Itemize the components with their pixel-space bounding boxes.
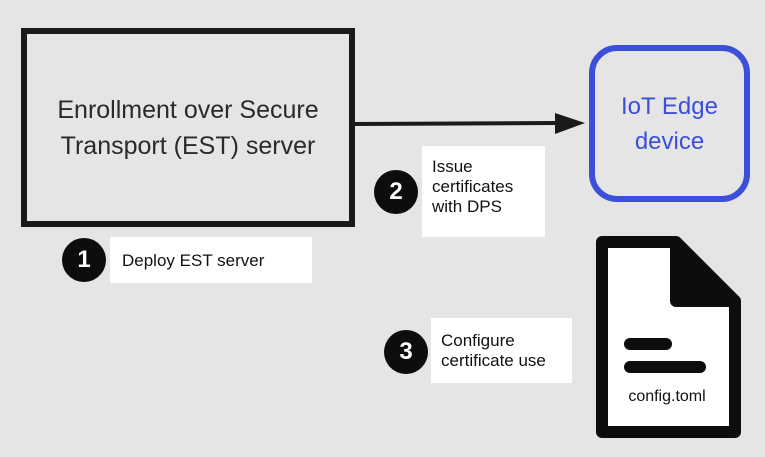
est-server-label: Enrollment over Secure Transport (EST) s… xyxy=(57,95,319,160)
document-file-icon xyxy=(596,236,741,438)
step-2-badge: 2 xyxy=(374,170,418,214)
est-server-box: Enrollment over Secure Transport (EST) s… xyxy=(21,28,355,227)
iot-edge-device-box: IoT Edge device xyxy=(589,45,750,202)
step-1-badge: 1 xyxy=(62,238,106,282)
step-3-label: Configure certificate use xyxy=(431,318,572,383)
iot-edge-device-label: IoT Edge device xyxy=(621,92,718,155)
step-2-label: Issue certificates with DPS xyxy=(422,146,545,237)
step-1-label: Deploy EST server xyxy=(110,237,312,283)
config-file-name: config.toml xyxy=(628,388,706,405)
step-3-badge: 3 xyxy=(384,330,428,374)
arrow-head-icon xyxy=(555,113,585,134)
